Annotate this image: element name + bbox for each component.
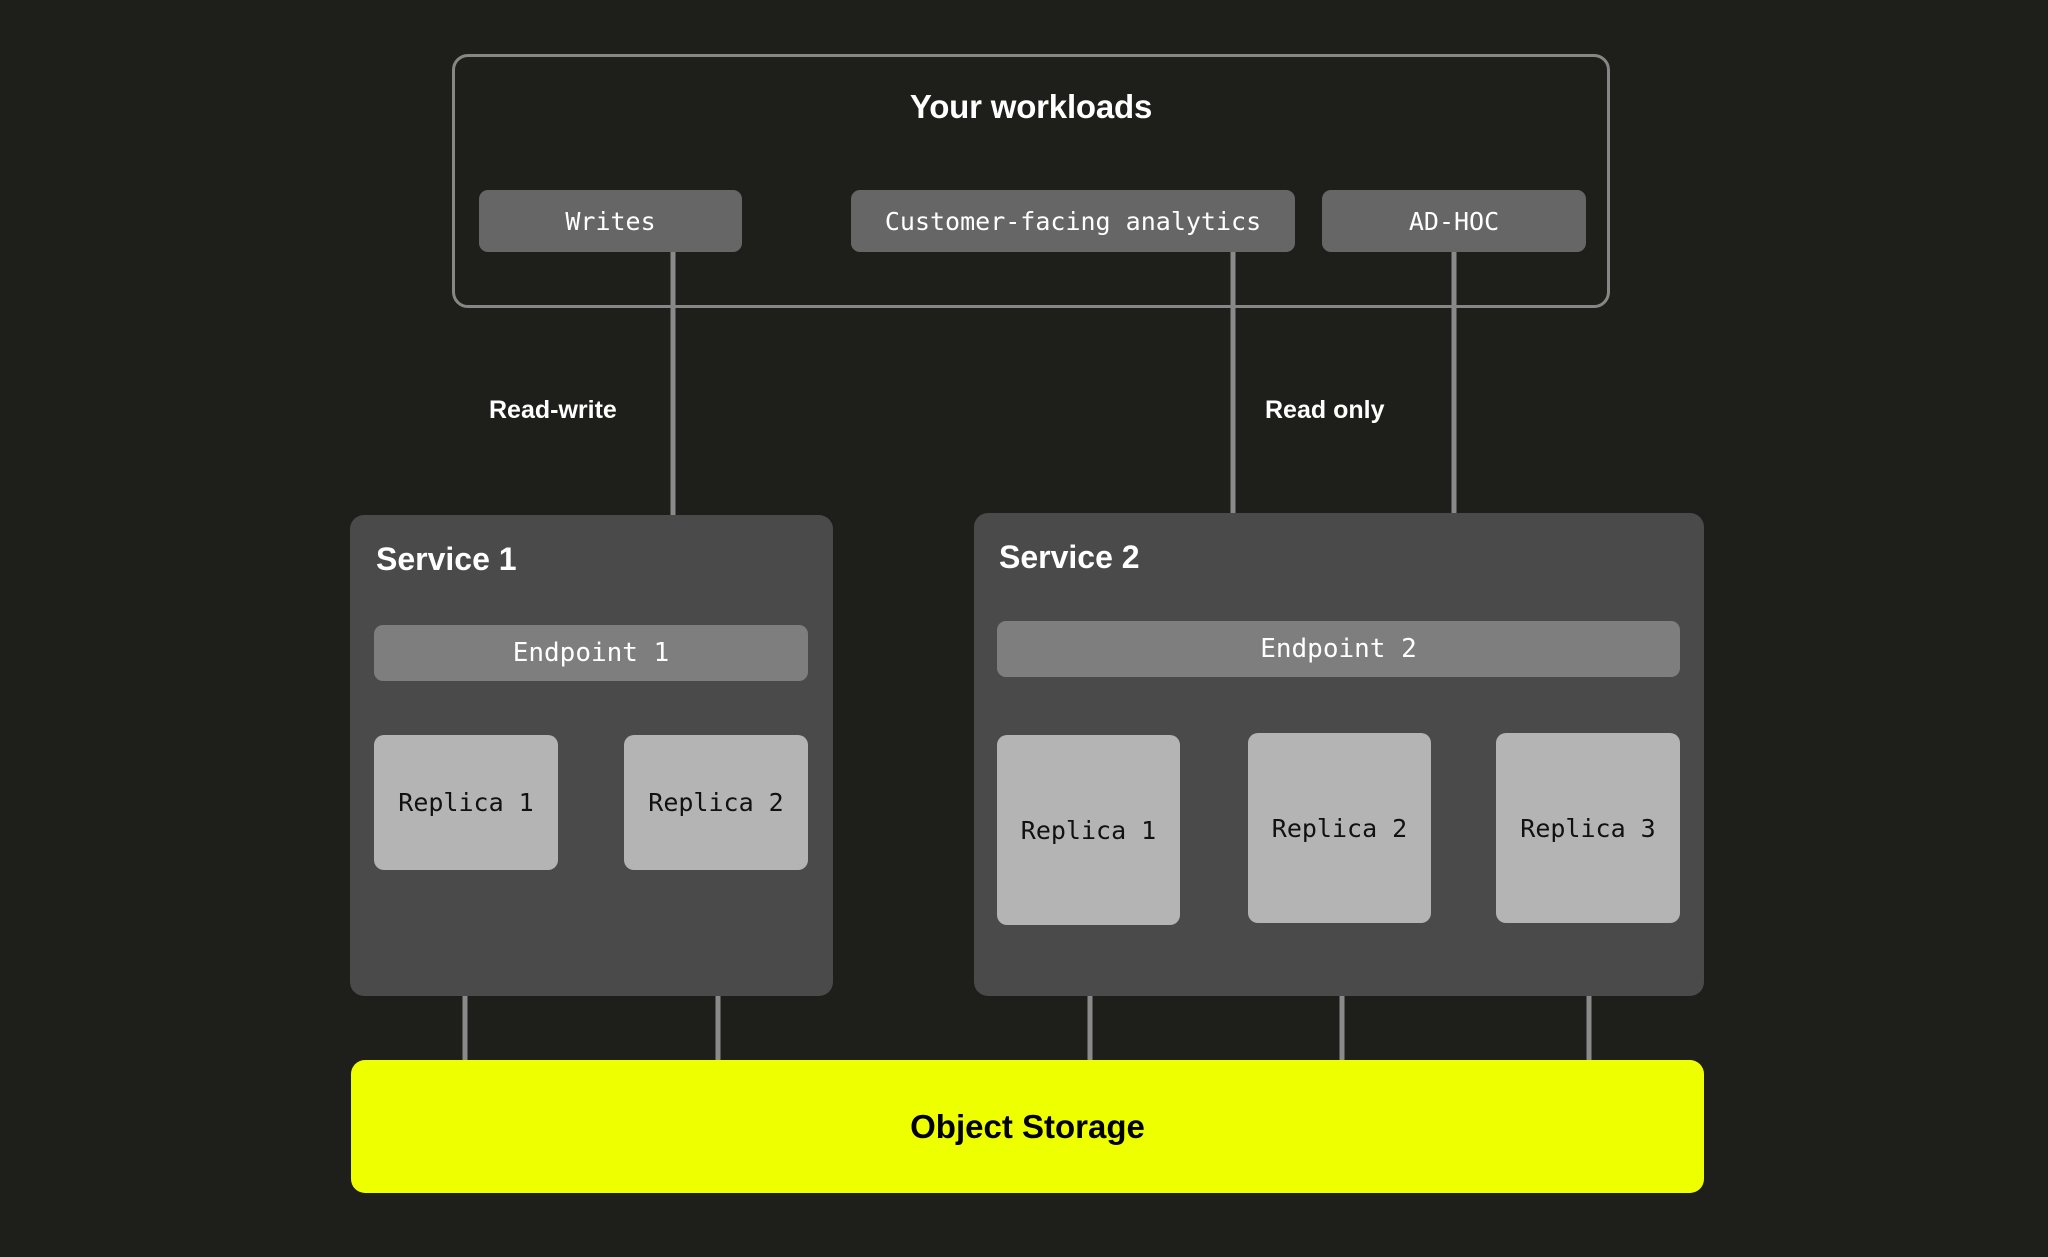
service-2-replica-1[interactable]: Replica 1 xyxy=(997,735,1180,925)
service-2-replica-3[interactable]: Replica 3 xyxy=(1496,733,1680,923)
object-storage-bar[interactable]: Object Storage xyxy=(351,1060,1704,1193)
service-2-replica-2[interactable]: Replica 2 xyxy=(1248,733,1431,923)
flow-label-read-write: Read-write xyxy=(489,396,617,424)
service-title-2: Service 2 xyxy=(999,539,1140,575)
workload-chip-writes[interactable]: Writes xyxy=(479,190,742,252)
endpoint-2[interactable]: Endpoint 2 xyxy=(997,621,1680,677)
service-1-replica-1[interactable]: Replica 1 xyxy=(374,735,558,870)
workloads-title: Your workloads xyxy=(909,88,1153,125)
workload-chip-customer-facing-analytics[interactable]: Customer-facing analytics xyxy=(851,190,1295,252)
service-1-replica-2[interactable]: Replica 2 xyxy=(624,735,808,870)
workload-chip-ad-hoc[interactable]: AD-HOC xyxy=(1322,190,1586,252)
workloads-panel xyxy=(452,54,1610,308)
flow-label-read-only: Read only xyxy=(1265,396,1385,424)
service-title-1: Service 1 xyxy=(376,541,517,577)
endpoint-1[interactable]: Endpoint 1 xyxy=(374,625,808,681)
